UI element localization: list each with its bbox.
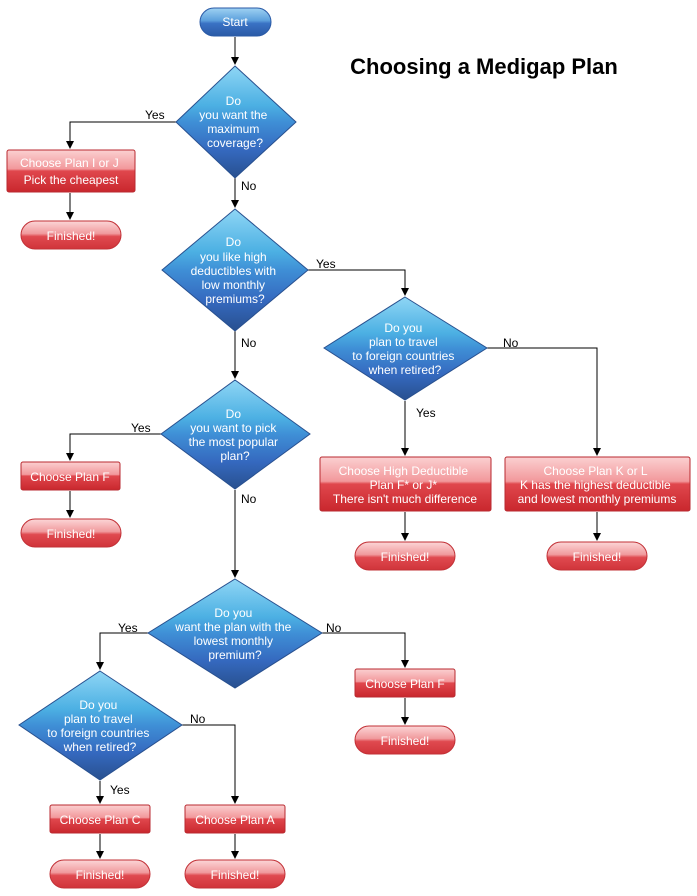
- action-line: Choose Plan A: [195, 813, 274, 827]
- action-line: and lowest monthly premiums: [518, 492, 677, 506]
- edge-label-yes: Yes: [118, 621, 138, 635]
- action-line: Choose High Deductible: [339, 464, 469, 478]
- edges: [66, 37, 601, 859]
- edge-label-no: No: [326, 621, 342, 635]
- start-label: Start: [222, 15, 248, 29]
- decision-line: to foreign countries: [47, 726, 149, 740]
- edge-d5-no: [322, 632, 409, 668]
- action-line: There isn't much difference: [333, 492, 477, 506]
- decision-line: plan to travel: [369, 335, 438, 349]
- action-plan-i-or-j[interactable]: Choose Plan I or J Pick the cheapest: [6, 149, 136, 193]
- decision-line: maximum: [207, 122, 259, 136]
- decision-line: you like high: [200, 250, 267, 264]
- decision-line: to foreign countries: [352, 349, 454, 363]
- edge-label-no: No: [503, 336, 519, 350]
- action-line: Choose Plan K or L: [544, 464, 648, 478]
- action-line: Choose Plan F: [30, 470, 109, 484]
- finished-terminal[interactable]: Finished!: [546, 541, 648, 571]
- decision-line: Do you: [79, 698, 117, 712]
- decision-most-popular[interactable]: Do you want to pick the most popular pla…: [160, 379, 311, 490]
- finished-label: Finished!: [211, 868, 260, 882]
- svg-text:Do you plan to travel: Do you plan to travel to foreign countri…: [47, 698, 152, 754]
- edge-label-no: No: [241, 179, 257, 193]
- svg-text:Choose Plan K or L K has: Choose Plan K or L K has the highest ded…: [518, 464, 677, 506]
- decision-line: the most popular: [189, 435, 278, 449]
- action-line: Pick the cheapest: [24, 173, 119, 187]
- edge-label-yes: Yes: [416, 406, 436, 420]
- action-plan-a[interactable]: Choose Plan A: [184, 804, 286, 834]
- finished-terminal[interactable]: Finished!: [49, 859, 151, 889]
- decision-line: premiums?: [205, 292, 265, 306]
- edge-label-no: No: [241, 492, 257, 506]
- decision-line: lowest monthly: [194, 634, 273, 648]
- finished-label: Finished!: [47, 527, 96, 541]
- decision-line: Do you: [214, 606, 252, 620]
- finished-terminal[interactable]: Finished!: [354, 541, 456, 571]
- action-line: Choose Plan F: [365, 677, 444, 691]
- svg-text:Do you plan to travel: Do you plan to travel to foreign countri…: [352, 321, 457, 377]
- edge-d4-yes: [66, 433, 161, 461]
- decision-line: Do: [226, 407, 242, 421]
- svg-text:Do you want to pick: Do you want to pick the most popular pla…: [189, 407, 282, 463]
- decision-line: Do: [226, 235, 242, 249]
- decision-line: plan to travel: [64, 712, 133, 726]
- action-plan-f-popular[interactable]: Choose Plan F: [20, 461, 121, 491]
- action-high-deductible-f-j[interactable]: Choose High Deductible Plan F* or J* The…: [319, 456, 492, 512]
- action-line: Plan F* or J*: [370, 478, 438, 492]
- svg-text:Do you want the plan wit: Do you want the plan with the lowest mon…: [174, 606, 294, 662]
- decision-line: Do: [226, 94, 242, 108]
- decision-travel-foreign-2[interactable]: Do you plan to travel to foreign countri…: [18, 670, 183, 781]
- edge-label-yes: Yes: [110, 783, 130, 797]
- edge-d3-no: [487, 347, 601, 456]
- finished-label: Finished!: [573, 550, 622, 564]
- decision-line: deductibles with: [191, 264, 276, 278]
- decision-travel-foreign-1[interactable]: Do you plan to travel to foreign countri…: [323, 296, 488, 401]
- edge-label-yes: Yes: [145, 108, 165, 122]
- action-plan-k-or-l[interactable]: Choose Plan K or L K has the highest ded…: [504, 456, 691, 512]
- finished-terminal[interactable]: Finished!: [184, 859, 286, 889]
- decision-max-coverage[interactable]: Do you want the maximum coverage?: [175, 65, 297, 179]
- decision-line: plan?: [220, 449, 250, 463]
- decision-line: premium?: [208, 648, 262, 662]
- decision-line: want the plan with the: [174, 620, 291, 634]
- svg-text:Do you like high d: Do you like high deductibles with low mo…: [191, 235, 280, 306]
- finished-terminal[interactable]: Finished!: [20, 518, 122, 548]
- finished-label: Finished!: [381, 550, 430, 564]
- action-line: Choose Plan C: [60, 813, 141, 827]
- decision-line: low monthly: [202, 278, 265, 292]
- svg-text:Do you want the ma: Do you want the maximum coverage?: [199, 94, 270, 150]
- edge-d1-yes: [66, 121, 176, 149]
- page-title: Choosing a Medigap Plan: [350, 54, 618, 79]
- decision-line: you want the: [199, 108, 267, 122]
- action-line: K has the highest deductible: [520, 478, 671, 492]
- decision-line: you want to pick: [190, 421, 277, 435]
- decision-lowest-premium[interactable]: Do you want the plan with the lowest mon…: [147, 578, 323, 689]
- decision-high-deductibles[interactable]: Do you like high deductibles with low mo…: [161, 208, 309, 332]
- decision-line: when retired?: [368, 363, 442, 377]
- decision-line: Do you: [384, 321, 422, 335]
- edge-d5-yes: [96, 632, 148, 670]
- edge-d2-yes: [308, 269, 409, 296]
- finished-label: Finished!: [381, 734, 430, 748]
- finished-terminal[interactable]: Finished!: [354, 725, 456, 755]
- edge-d6-no: [182, 724, 239, 804]
- edge-labels: Yes No Yes No No Yes Yes No Yes No No Ye…: [110, 108, 519, 797]
- action-line: Choose Plan I or J: [20, 156, 119, 170]
- finished-label: Finished!: [76, 868, 125, 882]
- action-plan-c[interactable]: Choose Plan C: [49, 804, 151, 834]
- svg-text:Choose High Deductible P: Choose High Deductible Plan F* or J* The…: [333, 464, 477, 506]
- edge-label-no: No: [241, 336, 257, 350]
- edge-label-yes: Yes: [316, 257, 336, 271]
- finished-label: Finished!: [47, 229, 96, 243]
- start-node[interactable]: Start: [199, 7, 272, 37]
- svg-text:Choose Plan I or J Pick: Choose Plan I or J Pick the cheapest: [20, 156, 122, 187]
- action-plan-f-lowest[interactable]: Choose Plan F: [354, 668, 456, 698]
- finished-terminal[interactable]: Finished!: [20, 220, 122, 250]
- decision-line: when retired?: [63, 740, 137, 754]
- decision-line: coverage?: [207, 136, 263, 150]
- edge-label-no: No: [190, 712, 206, 726]
- edge-label-yes: Yes: [131, 421, 151, 435]
